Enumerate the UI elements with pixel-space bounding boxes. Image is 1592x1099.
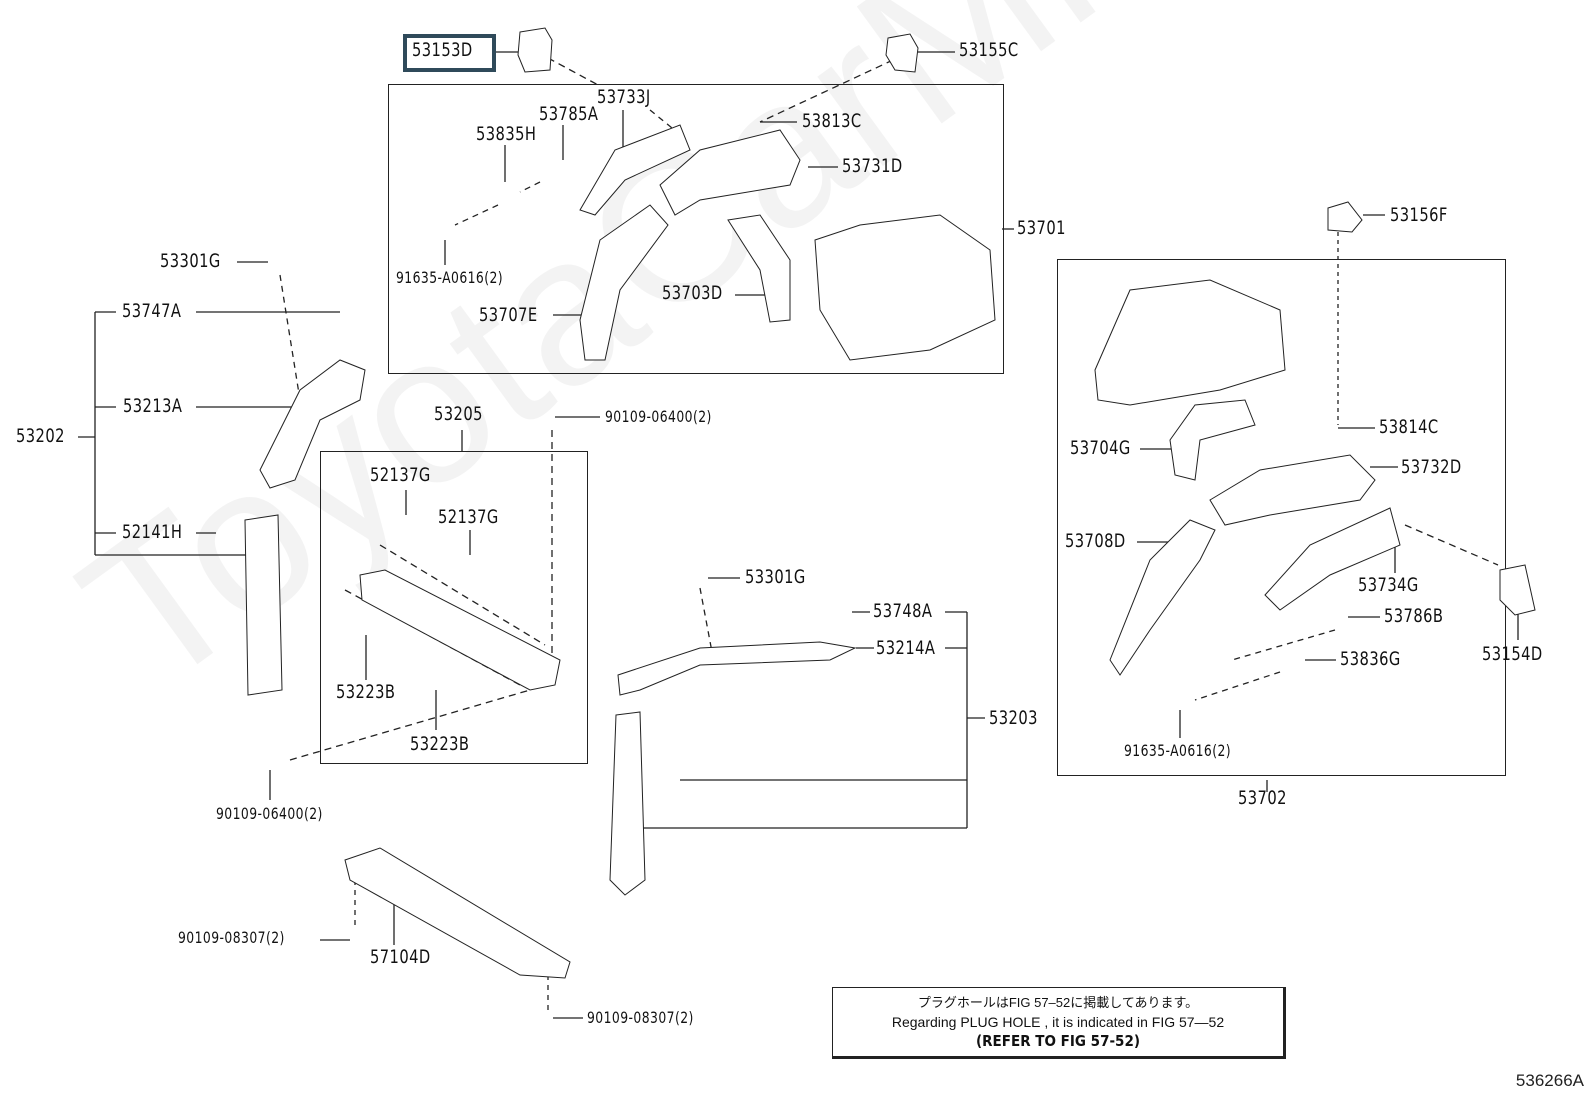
group-box-53205 bbox=[320, 451, 588, 764]
part-label-90109-06400-bottom[interactable]: 90109-06400(2) bbox=[216, 804, 323, 823]
part-label-53836G[interactable]: 53836G bbox=[1340, 648, 1401, 670]
part-53731D bbox=[659, 129, 801, 216]
part-label-90109-08307-right[interactable]: 90109-08307(2) bbox=[587, 1008, 694, 1027]
part-label-53223B-b[interactable]: 53223B bbox=[410, 733, 470, 755]
part-label-53203[interactable]: 53203 bbox=[989, 707, 1038, 729]
part-label-53707E[interactable]: 53707E bbox=[479, 304, 538, 326]
part-label-53734G[interactable]: 53734G bbox=[1358, 574, 1419, 596]
part-label-53301G-mid[interactable]: 53301G bbox=[745, 566, 806, 588]
part-label-52137G-b[interactable]: 52137G bbox=[438, 506, 499, 528]
part-label-90109-06400-top[interactable]: 90109-06400(2) bbox=[605, 407, 712, 426]
group-box-53702 bbox=[1057, 259, 1506, 776]
part-label-53748A[interactable]: 53748A bbox=[873, 600, 933, 622]
figure-id: 536266A bbox=[1515, 1071, 1584, 1090]
part-label-53205[interactable]: 53205 bbox=[434, 403, 483, 425]
part-label-53747A[interactable]: 53747A bbox=[122, 300, 182, 322]
part-label-53301G-left[interactable]: 53301G bbox=[160, 250, 221, 272]
part-label-53785A[interactable]: 53785A bbox=[539, 103, 599, 125]
part-label-53155C[interactable]: 53155C bbox=[959, 39, 1019, 61]
part-53702-panel bbox=[1094, 279, 1286, 406]
part-label-52137G-a[interactable]: 52137G bbox=[370, 464, 431, 486]
part-53703D bbox=[727, 214, 791, 323]
part-label-53731D[interactable]: 53731D bbox=[842, 155, 903, 177]
part-label-53214A[interactable]: 53214A bbox=[876, 637, 936, 659]
part-53155C bbox=[885, 33, 919, 73]
part-label-53703D[interactable]: 53703D bbox=[662, 282, 723, 304]
part-53704G bbox=[1169, 399, 1256, 481]
part-53701-panel bbox=[814, 214, 996, 361]
note-japanese: プラグホールはFIG 57–52に掲載してあります。 bbox=[917, 995, 1199, 1010]
part-label-53154D[interactable]: 53154D bbox=[1482, 643, 1543, 665]
highlighted-part-box[interactable] bbox=[403, 34, 496, 72]
part-53732D bbox=[1209, 454, 1376, 526]
note-reference-link[interactable]: (REFER TO FIG 57-52) bbox=[975, 1032, 1141, 1050]
part-label-53835H[interactable]: 53835H bbox=[476, 123, 537, 145]
part-53708D bbox=[1109, 519, 1216, 676]
part-53156F bbox=[1327, 201, 1363, 233]
part-57104D bbox=[344, 847, 571, 979]
part-53707E bbox=[579, 204, 669, 361]
part-53733J bbox=[579, 124, 691, 216]
part-label-53156F[interactable]: 53156F bbox=[1390, 204, 1448, 226]
part-label-53701[interactable]: 53701 bbox=[1017, 217, 1066, 239]
part-53153D bbox=[517, 27, 553, 73]
part-label-53153D[interactable]: 53153D bbox=[412, 39, 473, 61]
part-52141H-pillar bbox=[244, 514, 283, 696]
part-label-53786B[interactable]: 53786B bbox=[1384, 605, 1444, 627]
part-53214A bbox=[617, 641, 857, 696]
part-label-53732D[interactable]: 53732D bbox=[1401, 456, 1462, 478]
part-label-53814C[interactable]: 53814C bbox=[1379, 416, 1439, 438]
part-label-53733J[interactable]: 53733J bbox=[597, 86, 651, 108]
part-label-91635-A0616-right[interactable]: 91635-A0616(2) bbox=[1124, 741, 1232, 760]
part-53734G bbox=[1264, 507, 1401, 611]
part-label-91635-A0616-top[interactable]: 91635-A0616(2) bbox=[396, 268, 504, 287]
part-53205-member bbox=[359, 569, 561, 691]
part-label-53202[interactable]: 53202 bbox=[16, 425, 65, 447]
part-label-52141H[interactable]: 52141H bbox=[122, 521, 183, 543]
part-label-57104D[interactable]: 57104D bbox=[370, 946, 431, 968]
part-label-53704G[interactable]: 53704G bbox=[1070, 437, 1131, 459]
part-label-53213A[interactable]: 53213A bbox=[123, 395, 183, 417]
part-label-90109-08307-left[interactable]: 90109-08307(2) bbox=[178, 928, 285, 947]
part-53213A bbox=[259, 359, 366, 489]
part-label-53813C[interactable]: 53813C bbox=[802, 110, 862, 132]
note-english: Regarding PLUG HOLE , it is indicated in… bbox=[891, 1014, 1225, 1030]
part-label-53702[interactable]: 53702 bbox=[1238, 787, 1287, 809]
part-53154D bbox=[1499, 564, 1536, 616]
part-label-53223B-a[interactable]: 53223B bbox=[336, 681, 396, 703]
part-label-53708D[interactable]: 53708D bbox=[1065, 530, 1126, 552]
part-53203-pillar bbox=[609, 711, 646, 896]
plug-hole-note: プラグホールはFIG 57–52に掲載してあります。 Regarding PLU… bbox=[832, 987, 1286, 1059]
